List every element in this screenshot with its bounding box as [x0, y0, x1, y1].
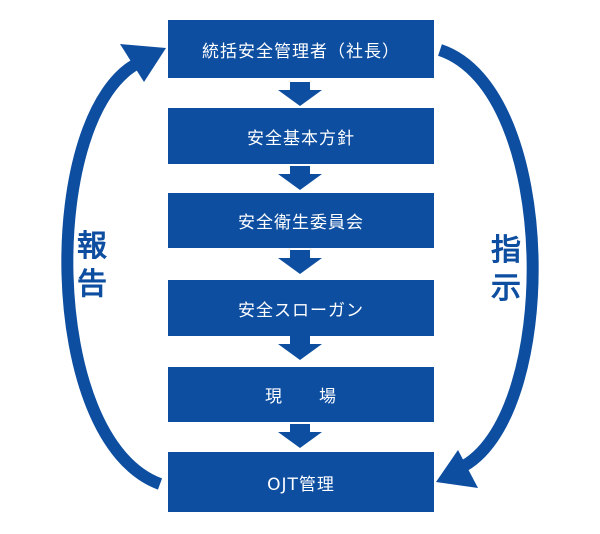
connector-arrow	[278, 166, 322, 190]
connector-arrow	[278, 82, 322, 106]
step-safety-committee: 安全衛生委員会	[168, 193, 434, 248]
instruction-label-char: 指	[491, 233, 521, 268]
step-safety-manager: 統括安全管理者（社長）	[168, 20, 434, 78]
instruction-label-char: 示	[491, 271, 521, 306]
connector-arrow	[278, 336, 322, 360]
step-worksite: 現 場	[168, 367, 434, 422]
report-label: 報 告	[72, 228, 112, 304]
connector-arrows	[278, 82, 322, 448]
report-arrow	[61, 56, 163, 490]
report-label-char: 告	[77, 267, 107, 302]
connector-arrow	[278, 424, 322, 448]
step-safety-slogan: 安全スローガン	[168, 280, 434, 336]
report-arrowhead	[120, 44, 166, 82]
instruction-label: 指 示	[486, 232, 526, 308]
step-ojt-management: OJT管理	[168, 452, 434, 512]
report-label-char: 報	[77, 229, 107, 264]
connector-arrow	[278, 250, 322, 274]
instruction-arrow	[437, 44, 539, 474]
step-safety-policy: 安全基本方針	[168, 108, 434, 164]
instruction-arrowhead	[436, 450, 478, 488]
